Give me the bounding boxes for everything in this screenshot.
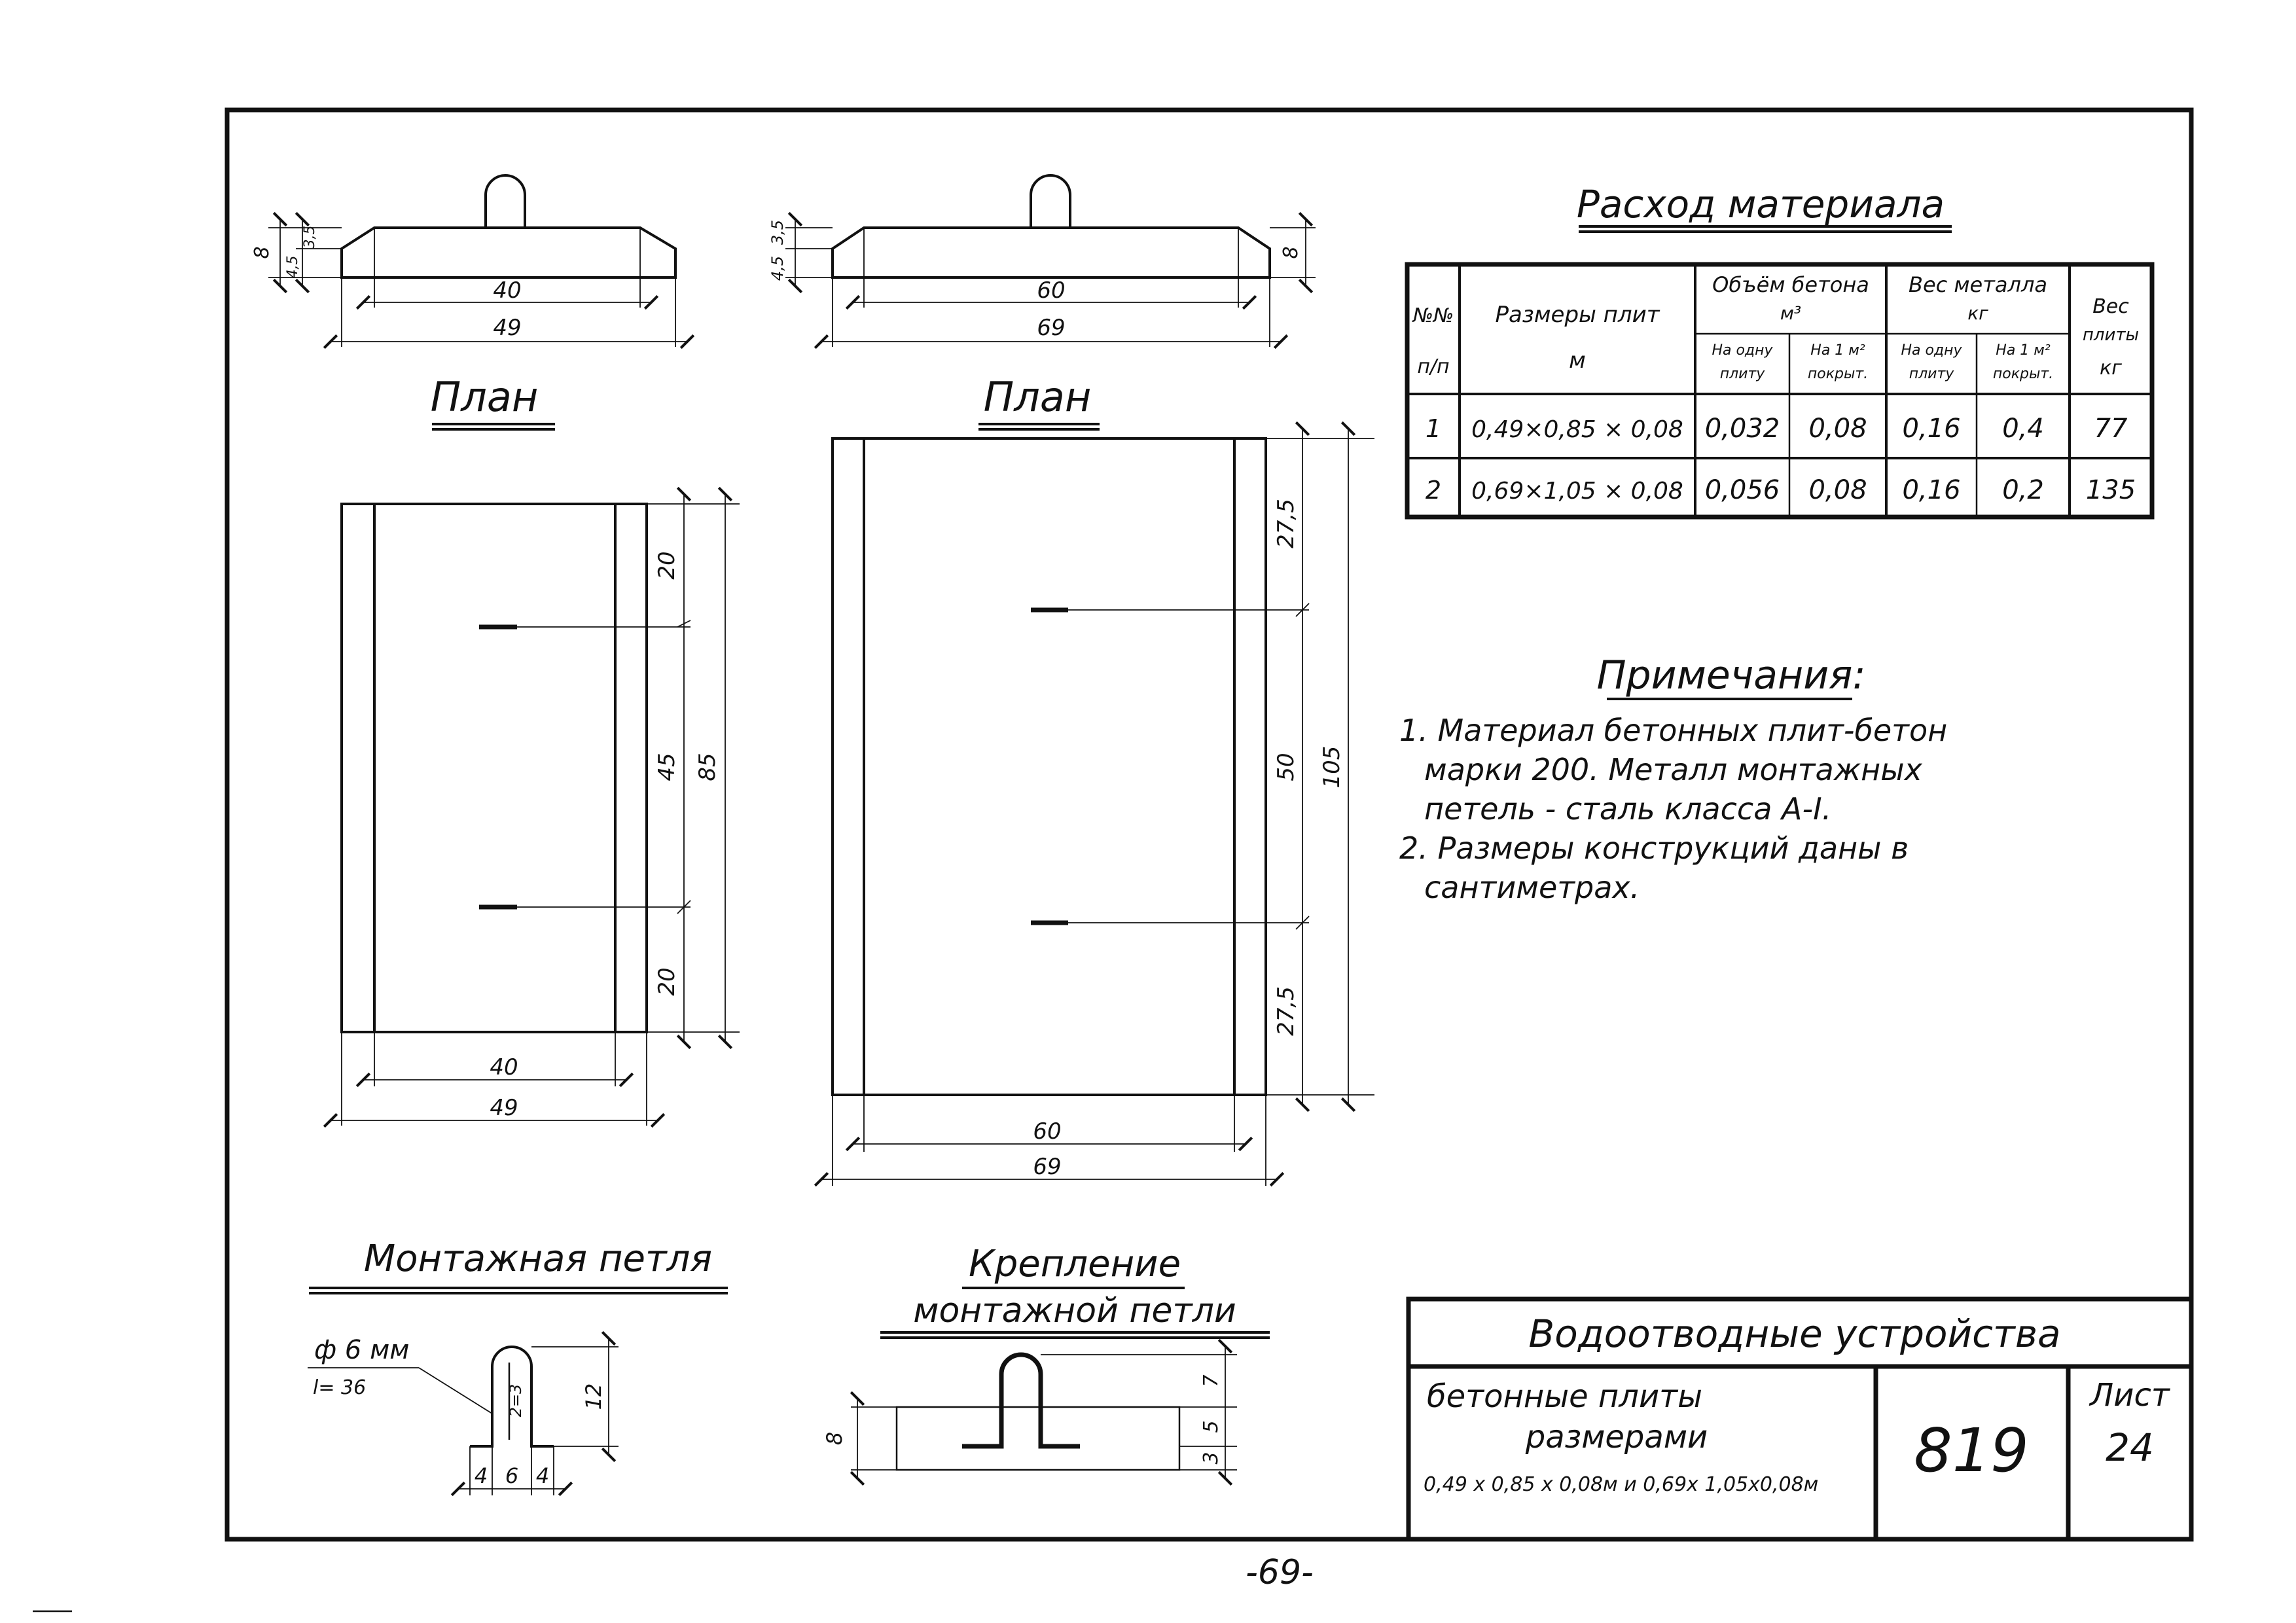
slab1-section-d2: 3,5 bbox=[302, 226, 318, 249]
th-per-m2-1: На 1 м² bbox=[1810, 342, 1865, 359]
th-per-slab-2: плиту bbox=[1720, 366, 1766, 382]
page-number: -69- bbox=[1246, 1553, 1314, 1592]
th-metal-1: Вес металла bbox=[1909, 272, 2047, 297]
slab2-section bbox=[785, 174, 1316, 349]
slab2-plan-inner-width: 60 bbox=[1033, 1118, 1061, 1145]
loop-diameter: ф 6 мм bbox=[314, 1335, 409, 1365]
notes-title: Примечания: bbox=[1596, 652, 1865, 698]
cell-concrete-m2: 0,08 bbox=[1808, 414, 1867, 444]
loop-dim-right: 4 bbox=[536, 1463, 549, 1488]
title-desc-3: 0,49 x 0,85 x 0,08м и 0,69x 1,05x0,08м bbox=[1424, 1473, 1818, 1496]
note-line: марки 200. Металл монтажных bbox=[1424, 752, 1923, 787]
cell-metal-m2: 0,4 bbox=[2002, 414, 2044, 444]
table-row: 2 0,69×1,05 × 0,08 0,056 0,08 0,16 0,2 1… bbox=[1426, 475, 2136, 505]
cell-n: 2 bbox=[1426, 476, 1441, 505]
th-size-2: м bbox=[1569, 348, 1586, 374]
slab1-plan-title: План bbox=[431, 373, 539, 421]
loop-height: 12 bbox=[581, 1383, 606, 1410]
th-num-1: №№ bbox=[1412, 304, 1454, 327]
fixing-dim-mid: 5 bbox=[1200, 1420, 1223, 1433]
th-per-slab-1: На одну bbox=[1712, 342, 1773, 359]
slab2-section-inner-width: 60 bbox=[1037, 277, 1065, 304]
th-concrete-2: м³ bbox=[1780, 302, 1801, 324]
loop-dim-mid: 6 bbox=[505, 1463, 518, 1488]
cell-metal-m2: 0,2 bbox=[2002, 475, 2044, 505]
slab1-plan-inner-width: 40 bbox=[490, 1054, 518, 1080]
title-block bbox=[1406, 1296, 2194, 1542]
cell-weight: 77 bbox=[2094, 414, 2128, 444]
slab1-plan-seg-top: 20 bbox=[654, 551, 680, 579]
loop-length: l= 36 bbox=[313, 1376, 366, 1399]
slab1-section-outer-width: 49 bbox=[493, 315, 521, 341]
fixing-dim-bottom: 3 bbox=[1200, 1452, 1223, 1464]
table-title: Расход материала bbox=[1577, 182, 1945, 226]
cell-size: 0,49×0,85 × 0,08 bbox=[1471, 416, 1683, 443]
title-sheet-number: 24 bbox=[2106, 1425, 2154, 1470]
slab2-section-d1: 4,5 bbox=[768, 256, 787, 281]
slab2-plan-seg-top: 27,5 bbox=[1273, 499, 1299, 548]
note-line: 1. Материал бетонных плит-бетон bbox=[1399, 713, 1947, 748]
slab1-section-height: 8 bbox=[251, 246, 274, 259]
th-per-m2-m-2: покрыт. bbox=[1993, 366, 2053, 382]
slab1-section bbox=[268, 174, 695, 349]
th-metal-2: кг bbox=[1967, 302, 1988, 324]
slab2-plan-seg-bottom: 27,5 bbox=[1273, 986, 1299, 1036]
slab1-section-d1: 4,5 bbox=[285, 256, 301, 279]
th-per-slab-m-2: плиту bbox=[1909, 366, 1955, 382]
note-line: 2. Размеры конструкций даны в bbox=[1399, 830, 1909, 866]
fixing-detail bbox=[850, 1338, 1237, 1486]
th-per-m2-2: покрыт. bbox=[1808, 366, 1868, 382]
fixing-dim-top: 7 bbox=[1200, 1374, 1223, 1387]
th-num-2: п/п bbox=[1417, 355, 1449, 378]
title-desc-2: размерами bbox=[1525, 1419, 1708, 1455]
fixing-title-1: Крепление bbox=[969, 1243, 1181, 1285]
slab1-plan-seg-bottom: 20 bbox=[654, 967, 680, 995]
loop-dim-left: 4 bbox=[475, 1463, 488, 1488]
slab1-section-inner-width: 40 bbox=[493, 277, 521, 304]
slab2-plan-seg-mid: 50 bbox=[1273, 753, 1299, 781]
loop-radius: 2=3 bbox=[507, 1384, 525, 1418]
title-number: 819 bbox=[1914, 1416, 2029, 1486]
drawing-frame bbox=[224, 107, 2194, 1542]
cell-concrete-slab: 0,032 bbox=[1705, 414, 1780, 444]
th-weight-1: Вес bbox=[2092, 295, 2129, 318]
material-table-grid bbox=[1405, 262, 2155, 520]
slab1-plan-outer-width: 49 bbox=[490, 1095, 518, 1121]
th-per-m2-m-1: На 1 м² bbox=[1996, 342, 2051, 359]
cell-weight: 135 bbox=[2086, 475, 2136, 505]
cell-n: 1 bbox=[1426, 414, 1441, 443]
slab1-plan-total: 85 bbox=[694, 753, 721, 781]
slab2-plan-title: План bbox=[984, 373, 1092, 421]
slab2-section-height: 8 bbox=[1280, 246, 1302, 259]
th-concrete-1: Объём бетона bbox=[1712, 272, 1869, 297]
slab2-plan-total: 105 bbox=[1319, 746, 1345, 789]
title-sheet-label: Лист bbox=[2089, 1377, 2171, 1414]
slab2-section-outer-width: 69 bbox=[1037, 315, 1065, 341]
loop-detail-title: Монтажная петля bbox=[364, 1238, 712, 1280]
note-line: сантиметрах. bbox=[1424, 870, 1640, 905]
slab2-plan bbox=[814, 421, 1374, 1187]
slab1-plan bbox=[323, 486, 740, 1128]
loop-detail bbox=[308, 1330, 619, 1497]
title-desc-1: бетонные плиты bbox=[1427, 1378, 1702, 1415]
fixing-title-2: монтажной петли bbox=[913, 1291, 1236, 1330]
cell-concrete-m2: 0,08 bbox=[1808, 475, 1867, 505]
slab2-section-d2: 3,5 bbox=[768, 220, 787, 245]
cell-metal-slab: 0,16 bbox=[1902, 475, 1960, 505]
slab1-plan-seg-mid: 45 bbox=[654, 753, 680, 781]
note-line: петель - сталь класса А-I. bbox=[1424, 791, 1831, 827]
th-size-1: Размеры плит bbox=[1495, 302, 1660, 328]
cell-metal-slab: 0,16 bbox=[1902, 414, 1960, 444]
cell-size: 0,69×1,05 × 0,08 bbox=[1471, 478, 1683, 505]
th-per-slab-m-1: На одну bbox=[1901, 342, 1962, 359]
fixing-height: 8 bbox=[822, 1432, 847, 1445]
table-row: 1 0,49×0,85 × 0,08 0,032 0,08 0,16 0,4 7… bbox=[1426, 414, 2128, 444]
th-weight-3: кг bbox=[2100, 357, 2122, 380]
cell-concrete-slab: 0,056 bbox=[1705, 475, 1780, 505]
th-weight-2: плиты bbox=[2083, 325, 2139, 345]
slab2-plan-outer-width: 69 bbox=[1033, 1154, 1061, 1180]
title-project: Водоотводные устройства bbox=[1528, 1311, 2060, 1356]
